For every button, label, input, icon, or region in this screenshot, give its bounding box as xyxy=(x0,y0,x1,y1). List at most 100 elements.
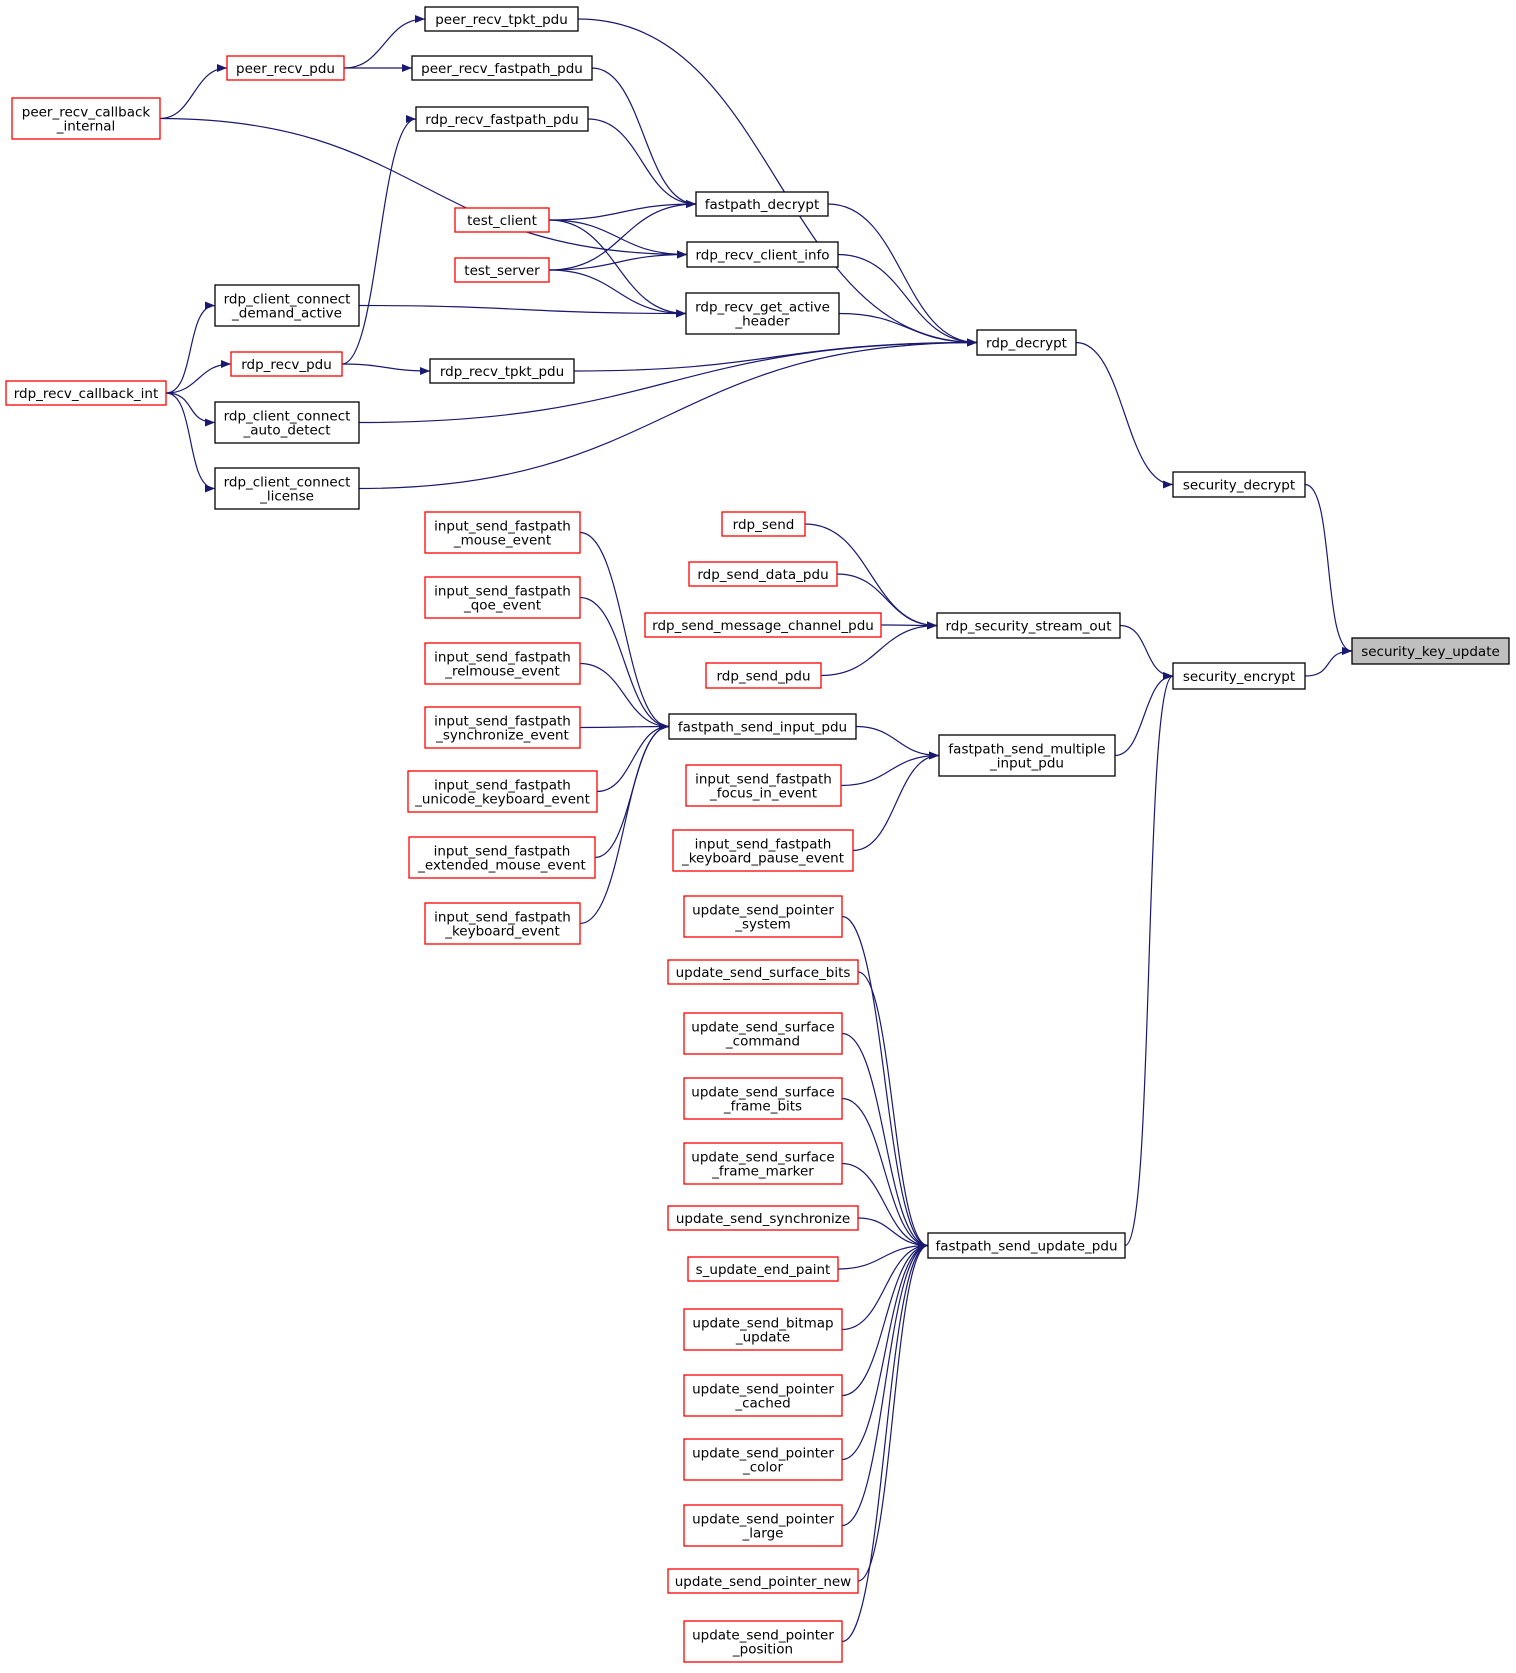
node-label: _command xyxy=(725,1034,800,1050)
call-edge xyxy=(591,67,697,205)
node-label: _large xyxy=(742,1526,784,1542)
node-rdp-send-data-pdu[interactable]: rdp_send_data_pdu xyxy=(688,561,838,587)
call-edge xyxy=(838,312,978,344)
node-rdp-send-message-channel-pdu[interactable]: rdp_send_message_channel_pdu xyxy=(644,612,882,638)
node-box xyxy=(214,284,360,327)
call-edge xyxy=(837,253,978,344)
arrowhead-icon xyxy=(1163,480,1173,489)
node-update-send-surface-bits[interactable]: update_send_surface_bits xyxy=(667,959,859,985)
node-peer-recv-pdu[interactable]: peer_recv_pdu xyxy=(226,55,345,81)
node-label: security_decrypt xyxy=(1183,478,1295,494)
call-edge xyxy=(841,1244,929,1397)
node-label: rdp_recv_fastpath_pdu xyxy=(425,112,578,128)
node-box xyxy=(688,561,838,587)
node-label: input_send_fastpath xyxy=(434,519,571,535)
node-box xyxy=(683,895,843,938)
node-update-send-synchronize[interactable]: update_send_synchronize xyxy=(667,1205,859,1231)
node-update-send-pointer-color[interactable]: update_send_pointer_color xyxy=(683,1438,843,1481)
node-peer-recv-callback-internal[interactable]: peer_recv_callback_internal xyxy=(11,97,161,140)
node-update-send-surface-command[interactable]: update_send_surface_command xyxy=(683,1012,843,1055)
node-input-send-fastpath-relmouse-event[interactable]: input_send_fastpath_relmouse_event xyxy=(424,642,581,685)
node-input-send-fastpath-extended-mouse-event[interactable]: input_send_fastpath_extended_mouse_event xyxy=(408,836,596,879)
node-box xyxy=(454,257,550,283)
node-label: fastpath_decrypt xyxy=(705,197,820,213)
node-box xyxy=(938,734,1116,777)
node-label: peer_recv_callback xyxy=(22,105,151,121)
node-fastpath-decrypt: fastpath_decrypt xyxy=(695,191,829,217)
node-input-send-fastpath-keyboard-event[interactable]: input_send_fastpath_keyboard_event xyxy=(424,902,581,945)
node-label: _color xyxy=(742,1460,783,1476)
arrowhead-icon xyxy=(217,64,227,72)
node-rdp-recv-pdu[interactable]: rdp_recv_pdu xyxy=(230,351,343,377)
call-edge xyxy=(577,18,978,344)
node-update-send-pointer-system[interactable]: update_send_pointer_system xyxy=(683,895,843,938)
node-input-send-fastpath-unicode-keyboard-event[interactable]: input_send_fastpath_unicode_keyboard_eve… xyxy=(407,770,598,813)
node-input-send-fastpath-synchronize-event[interactable]: input_send_fastpath_synchronize_event xyxy=(424,706,581,749)
node-update-send-pointer-position[interactable]: update_send_pointer_position xyxy=(683,1620,843,1663)
node-rdp-recv-fastpath-pdu: rdp_recv_fastpath_pdu xyxy=(415,106,589,132)
node-box xyxy=(976,329,1077,356)
arrowhead-icon xyxy=(205,301,215,310)
node-label: s_update_end_paint xyxy=(696,1262,831,1278)
node-update-send-bitmap-update[interactable]: update_send_bitmap_update xyxy=(683,1308,843,1351)
node-label: update_send_pointer xyxy=(692,1628,834,1644)
call-edge xyxy=(358,304,687,315)
node-box xyxy=(1351,637,1510,665)
call-edge xyxy=(548,203,697,271)
node-test-server[interactable]: test_server xyxy=(454,257,550,283)
arrowhead-icon xyxy=(205,484,215,493)
node-rdp-send-pdu[interactable]: rdp_send_pdu xyxy=(705,662,822,689)
call-edge xyxy=(857,971,929,1247)
node-box xyxy=(429,358,575,384)
node-box xyxy=(424,706,581,749)
node-box xyxy=(11,97,161,140)
call-edge xyxy=(579,725,670,729)
node-label: rdp_security_stream_out xyxy=(945,619,1111,635)
node-input-send-fastpath-focus-in-event[interactable]: input_send_fastpath_focus_in_event xyxy=(685,764,842,807)
node-s-update-end-paint[interactable]: s_update_end_paint xyxy=(687,1256,839,1282)
node-box xyxy=(683,1308,843,1351)
call-edge xyxy=(841,1244,929,1643)
node-update-send-pointer-cached[interactable]: update_send_pointer_cached xyxy=(683,1374,843,1417)
node-box xyxy=(454,207,550,233)
node-security-decrypt: security_decrypt xyxy=(1172,471,1306,498)
call-edge xyxy=(341,118,417,365)
node-label: test_client xyxy=(467,213,537,229)
node-box xyxy=(424,576,581,619)
node-input-send-fastpath-qoe-event[interactable]: input_send_fastpath_qoe_event xyxy=(424,576,581,619)
node-update-send-pointer-new[interactable]: update_send_pointer_new xyxy=(667,1568,859,1594)
node-input-send-fastpath-keyboard-pause-event[interactable]: input_send_fastpath_keyboard_pause_event xyxy=(672,829,854,872)
node-box xyxy=(214,467,360,510)
edge-layer xyxy=(159,15,1353,1643)
node-label: rdp_client_connect xyxy=(224,475,351,491)
node-label: _synchronize_event xyxy=(435,728,569,744)
node-update-send-surface-frame-bits[interactable]: update_send_surface_frame_bits xyxy=(683,1077,843,1120)
call-edge xyxy=(1114,675,1174,757)
node-label: peer_recv_fastpath_pdu xyxy=(421,61,583,77)
call-edge xyxy=(165,392,216,490)
call-edge xyxy=(579,725,670,925)
node-box xyxy=(683,1077,843,1120)
call-edge xyxy=(159,67,228,120)
node-fastpath-send-update-pdu: fastpath_send_update_pdu xyxy=(927,1232,1126,1259)
node-update-send-surface-frame-marker[interactable]: update_send_surface_frame_marker xyxy=(683,1142,843,1185)
node-label: update_send_pointer xyxy=(692,903,834,919)
node-update-send-pointer-large[interactable]: update_send_pointer_large xyxy=(683,1504,843,1547)
node-rdp-client-connect-license: rdp_client_connect_license xyxy=(214,467,360,510)
node-box xyxy=(415,106,589,132)
node-rdp-recv-callback-int[interactable]: rdp_recv_callback_int xyxy=(5,380,167,406)
node-label: rdp_send_pdu xyxy=(716,669,810,685)
node-security-key-update: security_key_update xyxy=(1351,637,1510,665)
node-rdp-send[interactable]: rdp_send xyxy=(721,511,806,537)
node-label: _input_pdu xyxy=(989,756,1064,772)
call-edge xyxy=(841,1244,929,1461)
call-edge xyxy=(836,573,938,627)
node-test-client[interactable]: test_client xyxy=(454,207,550,233)
node-fastpath-send-input-pdu: fastpath_send_input_pdu xyxy=(668,713,857,740)
node-input-send-fastpath-mouse-event[interactable]: input_send_fastpath_mouse_event xyxy=(424,511,581,554)
node-label: rdp_recv_client_info xyxy=(695,248,829,264)
call-edge xyxy=(852,754,940,852)
node-label: _system xyxy=(734,917,791,933)
